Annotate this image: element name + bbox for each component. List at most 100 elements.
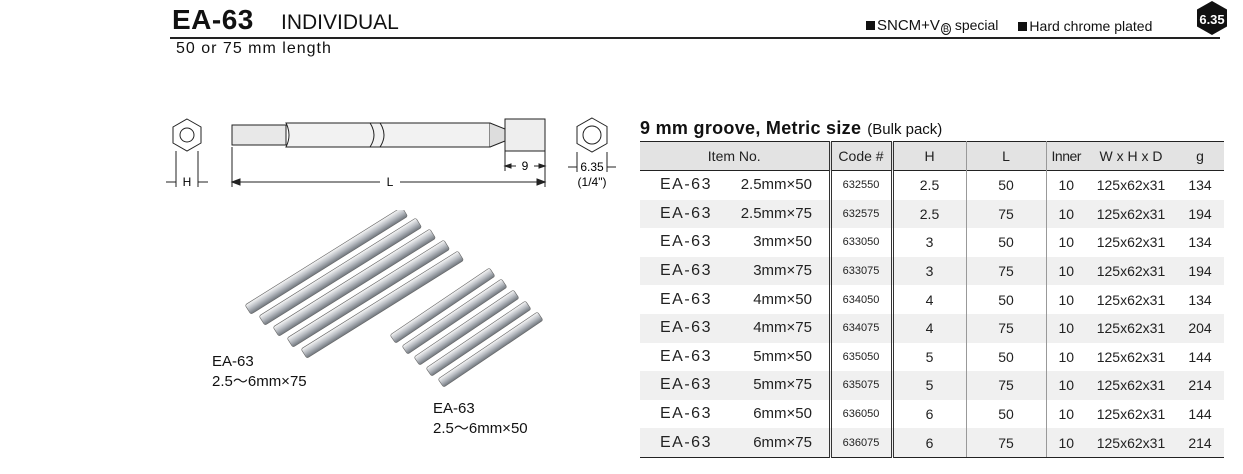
h-cell: 4 — [892, 313, 967, 343]
code-cell: 636075 — [828, 428, 894, 458]
inner-cell: 10 — [1058, 348, 1075, 365]
l-cell: 75 — [966, 313, 1047, 343]
table-header-row: Item No. Code # H L Inner W x H x D g — [640, 141, 1224, 171]
h-cell: 6 — [892, 399, 967, 429]
product-photo — [245, 210, 543, 387]
bit-tip — [231, 124, 287, 146]
h-cell: 2.5 — [892, 199, 967, 229]
bit-technical-drawing: H L 9 6.35 (1/4") — [166, 117, 616, 189]
dims-cell: 125x62x31 — [1096, 406, 1166, 423]
code-cell: 634050 — [828, 285, 894, 314]
weight-cell: 144 — [1188, 406, 1212, 423]
dim-6-35-label: 6.35 — [580, 160, 604, 174]
inner-cell: 10 — [1058, 177, 1075, 194]
inner-cell: 10 — [1058, 291, 1075, 308]
weight-cell: 214 — [1176, 428, 1224, 458]
feature-plating: Hard chrome plated — [1018, 18, 1152, 34]
bit-shaft — [285, 122, 491, 148]
col-l: L — [966, 141, 1047, 171]
dims-cell: 125x62x31 — [1096, 177, 1166, 194]
l-cell: 50 — [966, 342, 1047, 372]
inner-cell: 10 — [1046, 371, 1086, 400]
h-cell: 4 — [892, 285, 967, 314]
weight-cell: 134 — [1188, 177, 1212, 194]
inner-cell: 10 — [1058, 234, 1075, 251]
dims-cell: 125x62x31 — [1086, 371, 1176, 400]
col-dims: W x H x D — [1086, 141, 1176, 171]
l-cell: 75 — [966, 199, 1047, 229]
code-cell: 632575 — [828, 199, 894, 229]
code-cell: 635075 — [828, 371, 894, 400]
set-50-caption: EA-63 2.5～6mm×50 — [433, 400, 528, 437]
code-cell: 633050 — [828, 228, 894, 257]
inner-cell: 10 — [1046, 313, 1086, 343]
dims-cell: 125x62x31 — [1096, 348, 1166, 365]
dim-9-label: 9 — [522, 159, 529, 173]
bit-set-50mm — [390, 268, 543, 387]
h-cell: 3 — [892, 228, 967, 257]
hex-shank-badge-icon: 6.35 — [1197, 1, 1227, 35]
col-code: Code # — [828, 141, 894, 171]
inner-cell: 10 — [1046, 256, 1086, 286]
code-cell: 634075 — [828, 313, 894, 343]
h-cell: 5 — [892, 371, 967, 400]
dims-cell: 125x62x31 — [1096, 234, 1166, 251]
header-rule — [170, 37, 1220, 39]
col-h: H — [892, 141, 967, 171]
h-cell: 3 — [892, 256, 967, 286]
inner-cell: 10 — [1046, 428, 1086, 458]
code-cell: 632550 — [828, 170, 894, 200]
l-cell: 75 — [966, 371, 1047, 400]
col-g: g — [1176, 141, 1224, 171]
h-cell: 6 — [892, 428, 967, 458]
weight-cell: 144 — [1188, 348, 1212, 365]
dim-h-label: H — [183, 175, 192, 189]
dim-l-label: L — [387, 175, 394, 189]
weight-cell: 214 — [1176, 371, 1224, 400]
bit-groove — [489, 122, 506, 148]
square-bullet-icon — [866, 21, 875, 30]
length-note: 50 or 75 mm length — [176, 40, 332, 57]
h-cell: 2.5 — [892, 170, 967, 200]
code-cell: 636050 — [828, 399, 894, 429]
code-cell: 635050 — [828, 342, 894, 372]
weight-cell: 194 — [1176, 256, 1224, 286]
weight-cell: 134 — [1188, 234, 1212, 251]
dims-cell: 125x62x31 — [1096, 291, 1166, 308]
weight-cell: 194 — [1176, 199, 1224, 229]
l-cell: 50 — [966, 170, 1047, 200]
bit-set-75mm — [245, 210, 464, 358]
bit-hex-shank — [504, 118, 546, 152]
weight-cell: 204 — [1176, 313, 1224, 343]
dims-cell: 125x62x31 — [1086, 428, 1176, 458]
l-cell: 50 — [966, 228, 1047, 257]
l-cell: 75 — [966, 428, 1047, 458]
product-model: EA-63 — [172, 4, 254, 35]
square-bullet-icon — [1018, 21, 1028, 31]
col-item: Item No. — [640, 141, 830, 171]
inner-cell: 10 — [1058, 406, 1075, 423]
l-cell: 50 — [966, 399, 1047, 429]
weight-cell: 134 — [1188, 291, 1212, 308]
